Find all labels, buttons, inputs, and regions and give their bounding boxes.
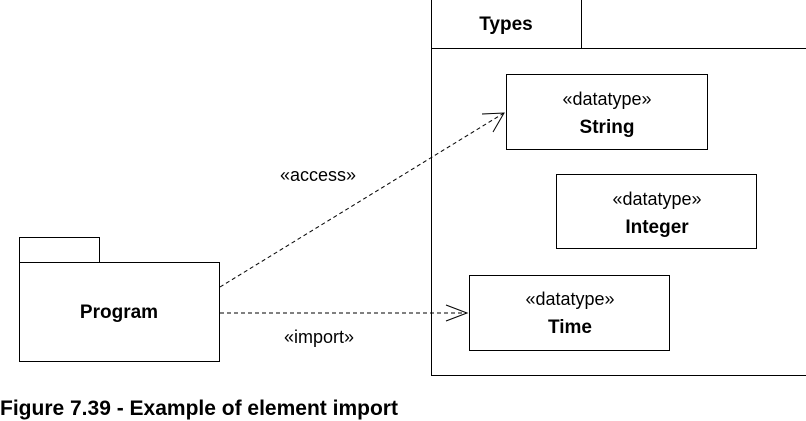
datatype-time-stereotype: «datatype» — [525, 289, 614, 309]
import-dependency: «import» — [220, 305, 467, 347]
access-dependency-arrowhead — [482, 113, 504, 132]
datatype-time: «datatype» Time — [470, 276, 670, 351]
datatype-string-box — [507, 75, 708, 150]
access-dependency-line — [220, 113, 504, 287]
import-dependency-label: «import» — [284, 327, 354, 347]
import-dependency-arrowhead — [446, 305, 467, 321]
program-package: Program — [20, 238, 220, 362]
datatype-string-stereotype: «datatype» — [562, 89, 651, 109]
datatype-integer-stereotype: «datatype» — [612, 189, 701, 209]
program-package-name: Program — [80, 302, 158, 323]
types-package-name: Types — [479, 14, 533, 35]
uml-package-diagram: Types «datatype» String «datatype» Integ… — [0, 0, 806, 395]
datatype-integer-name: Integer — [625, 217, 689, 238]
program-package-tab — [20, 238, 100, 263]
figure-caption: Figure 7.39 - Example of element import — [0, 397, 398, 421]
datatype-string-name: String — [580, 117, 635, 138]
access-dependency: «access» — [220, 113, 504, 287]
access-dependency-label: «access» — [280, 165, 356, 185]
datatype-time-box — [470, 276, 670, 351]
datatype-string: «datatype» String — [507, 75, 708, 150]
datatype-integer: «datatype» Integer — [557, 175, 757, 249]
datatype-time-name: Time — [548, 317, 592, 338]
